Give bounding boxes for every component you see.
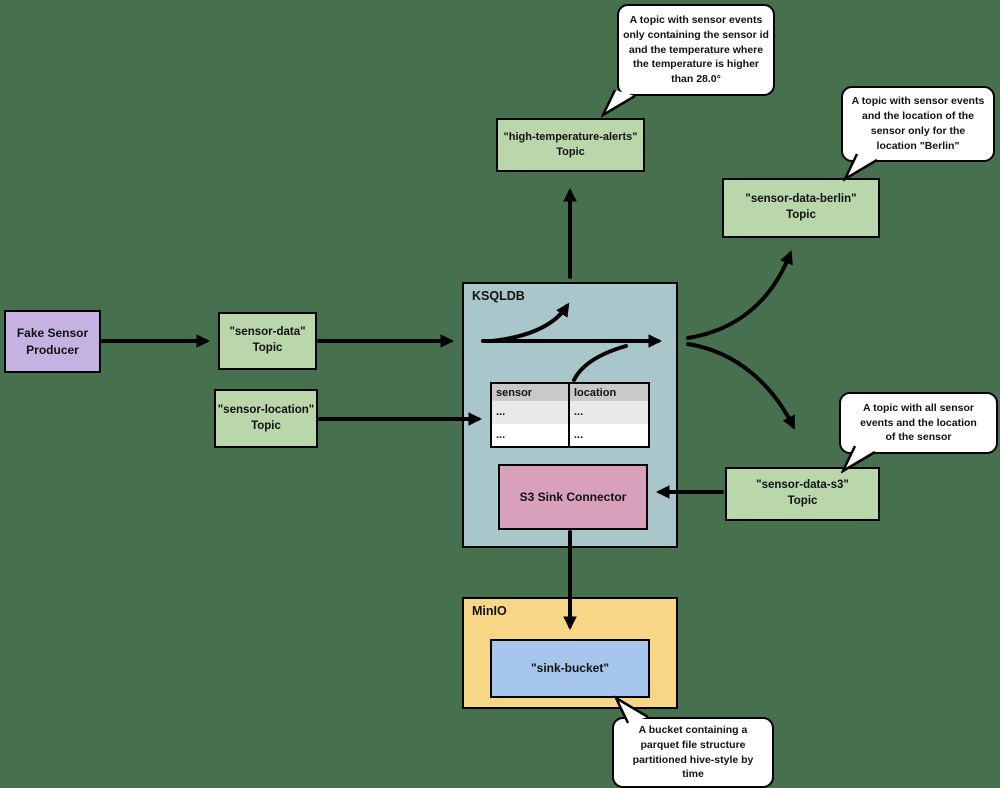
sink-bucket-node: "sink-bucket": [490, 639, 650, 698]
table-row: ... ...: [492, 401, 648, 424]
table-header-sensor: sensor: [492, 384, 570, 401]
high-temperature-alerts-topic-node: "high-temperature-alerts" Topic: [496, 118, 645, 172]
table-cell: ...: [492, 423, 570, 446]
ksqldb-label: KSQLDB: [472, 289, 525, 303]
sensor-data-s3-topic-node: "sensor-data-s3" Topic: [725, 467, 880, 521]
sensor-data-topic-node: "sensor-data" Topic: [218, 312, 317, 370]
sensor-data-berlin-topic-node: "sensor-data-berlin" Topic: [722, 178, 880, 238]
table-row: ... ...: [492, 423, 648, 446]
table-header-row: sensor location: [492, 384, 648, 401]
arrow-fork-to-s3-topic: [686, 342, 795, 430]
callout-berlin-tail: [843, 153, 878, 182]
callout-berlin: A topic with sensor events and the locat…: [841, 86, 995, 162]
ksqldb-join-table: sensor location ... ... ... ...: [490, 382, 650, 448]
callout-all-events-tail: [841, 445, 876, 474]
table-cell: ...: [570, 401, 648, 424]
table-cell: ...: [492, 401, 570, 424]
callout-bucket: A bucket containing a parquet file struc…: [612, 717, 774, 788]
sensor-location-topic-node: "sensor-location" Topic: [214, 389, 318, 448]
minio-label: MinIO: [472, 604, 507, 618]
s3-sink-connector-node: S3 Sink Connector: [498, 464, 648, 530]
table-header-location: location: [570, 384, 648, 401]
callout-high-temp-tail: [601, 89, 636, 118]
fake-sensor-producer-node: Fake Sensor Producer: [4, 310, 101, 373]
callout-high-temp: A topic with sensor events only containi…: [617, 4, 775, 96]
callout-bucket-tail: [614, 695, 649, 724]
table-cell: ...: [570, 423, 648, 446]
arrow-fork-to-berlin-topic: [686, 250, 793, 340]
callout-all-events: A topic with all sensor events and the l…: [839, 392, 998, 454]
